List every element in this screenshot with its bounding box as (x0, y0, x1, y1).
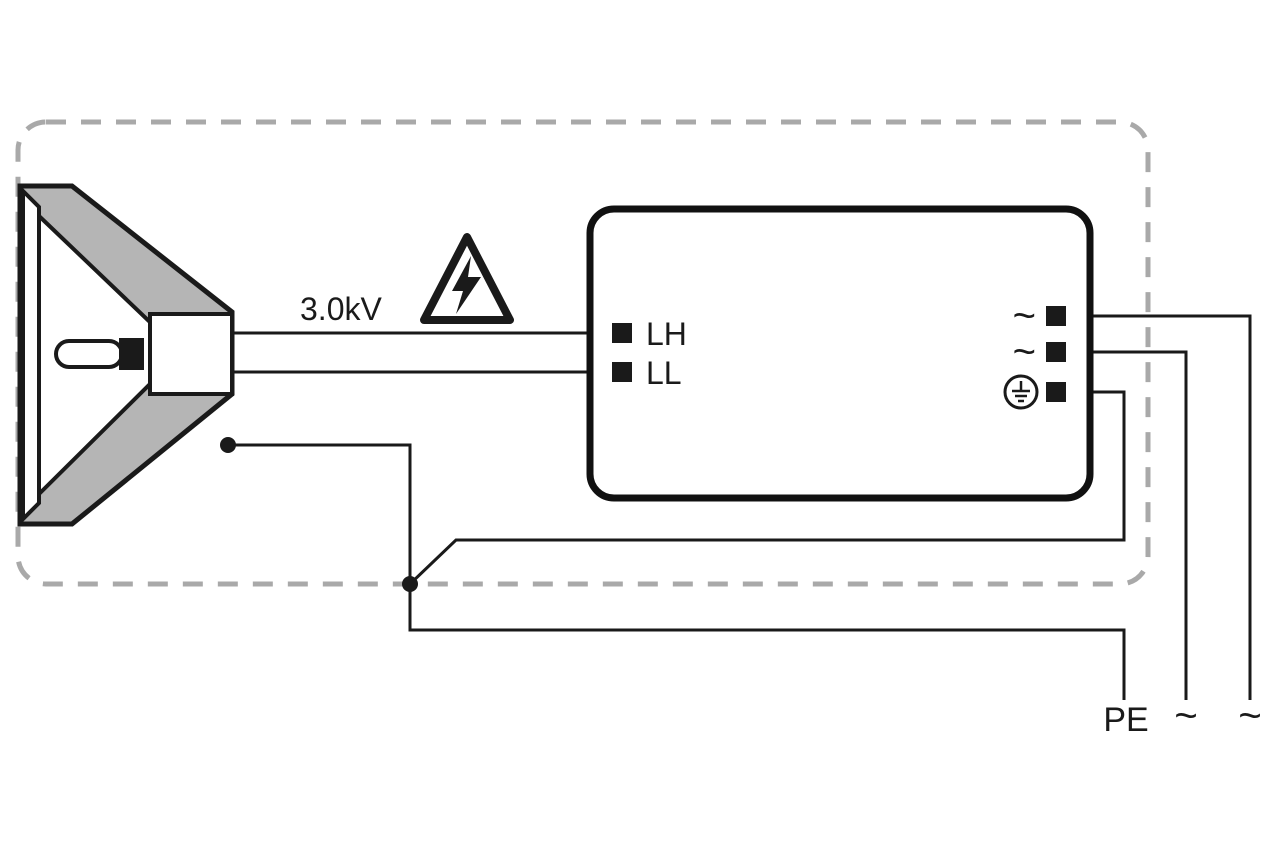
label-voltage: 3.0kV (300, 291, 382, 327)
label-ac-out-2: ~ (1238, 694, 1261, 738)
junction-dot-lamp (220, 437, 236, 453)
ballast-box (586, 205, 1094, 502)
label-lh: LH (646, 316, 687, 352)
terminal-ll (612, 362, 632, 382)
wire-ground-link (408, 390, 1126, 586)
wire-ac-2 (1066, 350, 1188, 700)
label-ac-out-1: ~ (1174, 694, 1197, 738)
lightning-bolt-icon (452, 256, 481, 314)
lamp-base (148, 312, 234, 396)
lamp-front-lens (21, 186, 41, 524)
label-ac-in-2: ~ (1013, 330, 1036, 374)
terminal-ground (1046, 382, 1066, 402)
lamp-bulb-socket (119, 338, 144, 370)
wire-pe (228, 443, 1126, 700)
lamp (17, 183, 235, 527)
terminal-ac-2 (1046, 342, 1066, 362)
wire-ac-1 (1066, 314, 1252, 700)
ground-symbol-bars (1012, 381, 1030, 403)
terminal-lh (612, 323, 632, 343)
label-ll: LL (646, 355, 682, 391)
junction-dot-ground (402, 576, 418, 592)
terminal-ac-1 (1046, 306, 1066, 326)
lamp-bulb (54, 339, 124, 369)
high-voltage-warning-icon (420, 233, 514, 324)
earth-ground-icon (1003, 374, 1039, 410)
label-ac-in-1: ~ (1013, 294, 1036, 338)
label-pe: PE (1103, 701, 1148, 739)
